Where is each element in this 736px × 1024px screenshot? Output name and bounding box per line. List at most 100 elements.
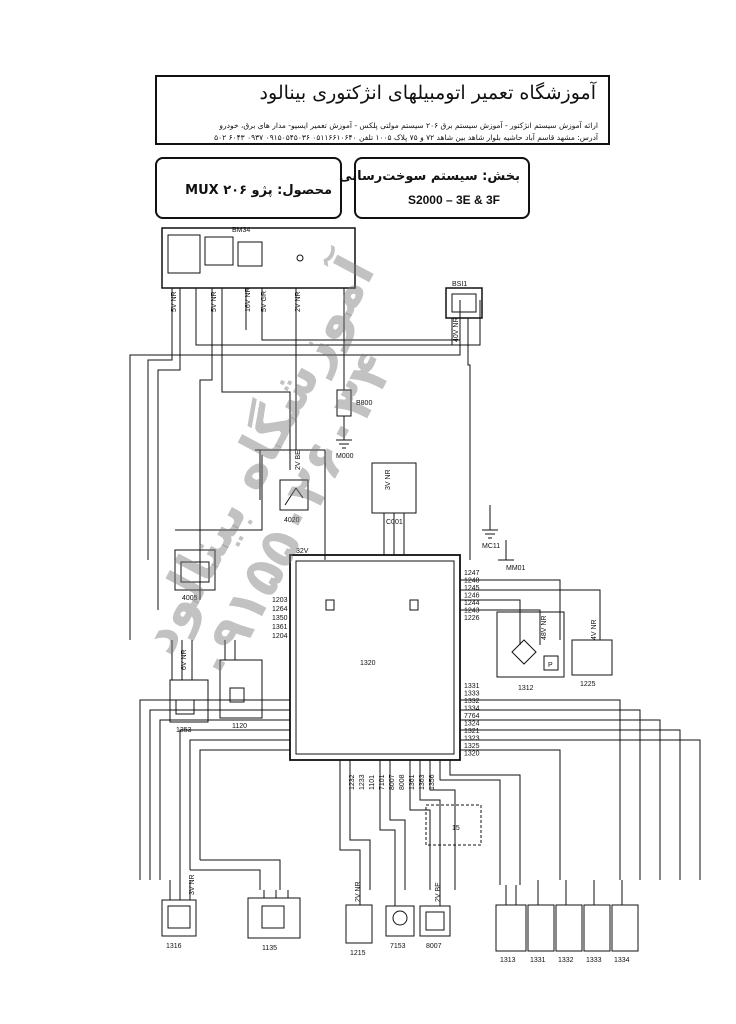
c1135-label: 1135 [262,945,277,952]
ecu-pin-label: 1331 [464,683,480,690]
ecu-pin-label: 1361 [409,774,416,790]
product-box: محصول: پژو ۲۰۶ MUX [155,157,342,219]
ecu-pin-label: 1246 [464,593,480,600]
ecu-pin-label: 1333 [464,691,480,698]
section-code: S2000 – 3E & 3F [407,193,500,207]
ecu-pin-label: 1320 [464,751,480,758]
wire-label: 40V NR [453,317,460,342]
bsi1-box [445,287,483,319]
p-label: P [548,662,553,669]
c1215-label: 1215 [350,950,366,957]
bsi1-label: BSI1 [452,281,467,288]
c1316-box [161,899,197,937]
c1334-box [611,904,639,952]
ecu-pin-label: 1204 [272,633,288,640]
ecu-pin-label: 1350 [272,615,288,622]
ecu-label: 1320 [360,660,376,667]
wire-label: 3V NR [385,469,392,490]
ecu-pin-label: 1325 [464,743,480,750]
ecu-pin-label: 1334 [464,706,480,713]
ecu-pin-label: 1363 [419,774,426,790]
wire-label: 5V NR [171,291,178,312]
c1215-box [345,904,373,944]
ecu-pin-label: 1101 [369,775,376,790]
c4020-label: 4020 [284,517,300,524]
c1225-label: 1225 [580,681,596,688]
c7153-box [385,905,415,937]
c1332-box [555,904,583,952]
bm34-label: BM34 [232,227,250,234]
c15-label: 15 [452,825,460,832]
ecu-pin-label: 1248 [464,578,480,585]
wire-label: 2V NR [355,881,362,902]
wire-label: 32V [296,548,309,555]
b800-label: B800 [356,400,372,407]
wire-label: 16V NR [245,287,252,312]
ecu-pin-label: 7764 [464,713,480,720]
ecu-pin-label: 7101 [379,774,386,790]
ecu-pin-label: 1361 [272,624,288,631]
ecu-pin-label: 1332 [464,698,480,705]
wire-label: 2V NR [295,291,302,312]
c4005-label: 4005 [182,595,198,602]
ecu-pin-label: 1356 [429,774,436,790]
c8007-box [419,905,451,937]
wire-label: 4V NR [591,619,598,640]
ecu-pin-label: 1324 [464,721,480,728]
section-label: بخش: سیستم سوخت‌رسانی [339,169,520,184]
c1333-box [583,904,611,952]
c1135-box [247,897,301,939]
wire-label: 2V BE [295,450,302,470]
b800-fuse [336,389,352,417]
ecu-pin-label: 1233 [359,774,366,790]
wire-label: 6V NR [181,649,188,670]
c1331-box [527,904,555,952]
header-services: ارائه آموزش سیستم انژکتور - آموزش سیستم … [219,121,598,130]
c1334-label: 1334 [614,957,630,964]
ecu-pin-label: 1226 [464,615,480,622]
ecu-pin-label: 8008 [399,774,406,790]
wire-label: 2V BE [435,882,442,902]
header-title: آموزشگاه تعمیر اتومبیلهای انژکتوری بینال… [259,82,596,104]
c7153-label: 7153 [390,943,406,950]
ecu-pin-label: 1243 [464,608,480,615]
wire-label: 5V NR [211,291,218,312]
ecu-pin-label: 1264 [272,606,288,613]
c1120-box [219,659,263,719]
wire-label: 48V NR [541,615,548,640]
c1120-label: 1120 [232,723,247,730]
c8007-label: 8007 [426,943,442,950]
c1331-label: 1331 [530,957,546,964]
m000-label: M000 [336,453,354,460]
mc11-label: MC11 [482,543,500,550]
c001-box [371,462,417,514]
ecu-left-pins: 1203 1264 1350 1361 1204 [272,597,288,640]
c4020-box [279,479,309,511]
c1225-box [571,639,613,676]
ecu-pin-label: 1245 [464,585,480,592]
header-address: آدرس: مشهد قاسم آباد حاشیه بلوار شاهد بی… [214,133,598,142]
c001-label: C001 [386,519,403,526]
c1312-box [496,611,565,678]
bm34-box [161,227,356,289]
c1313-box [495,904,527,952]
ecu-pin-label: 1321 [464,728,480,735]
c4005-box [174,549,216,591]
c1312-label: 1312 [518,685,534,692]
ecu-1320-box [289,554,461,761]
c1313-label: 1313 [500,957,516,964]
c1353-label: 1353 [176,727,192,734]
c1332-label: 1332 [558,957,574,964]
ecu-pin-label: 1203 [272,597,288,604]
c1316-label: 1316 [166,943,182,950]
section-box: بخش: سیستم سوخت‌رسانی S2000 – 3E & 3F [339,157,530,219]
header-box: آموزشگاه تعمیر اتومبیلهای انژکتوری بینال… [155,75,610,145]
wire-label: 3V NR [189,874,196,895]
ecu-pin-label: 1232 [349,774,356,790]
c15-box [425,804,482,846]
ecu-pin-label: 1247 [464,570,480,577]
product-label: محصول: پژو ۲۰۶ MUX [185,183,332,198]
